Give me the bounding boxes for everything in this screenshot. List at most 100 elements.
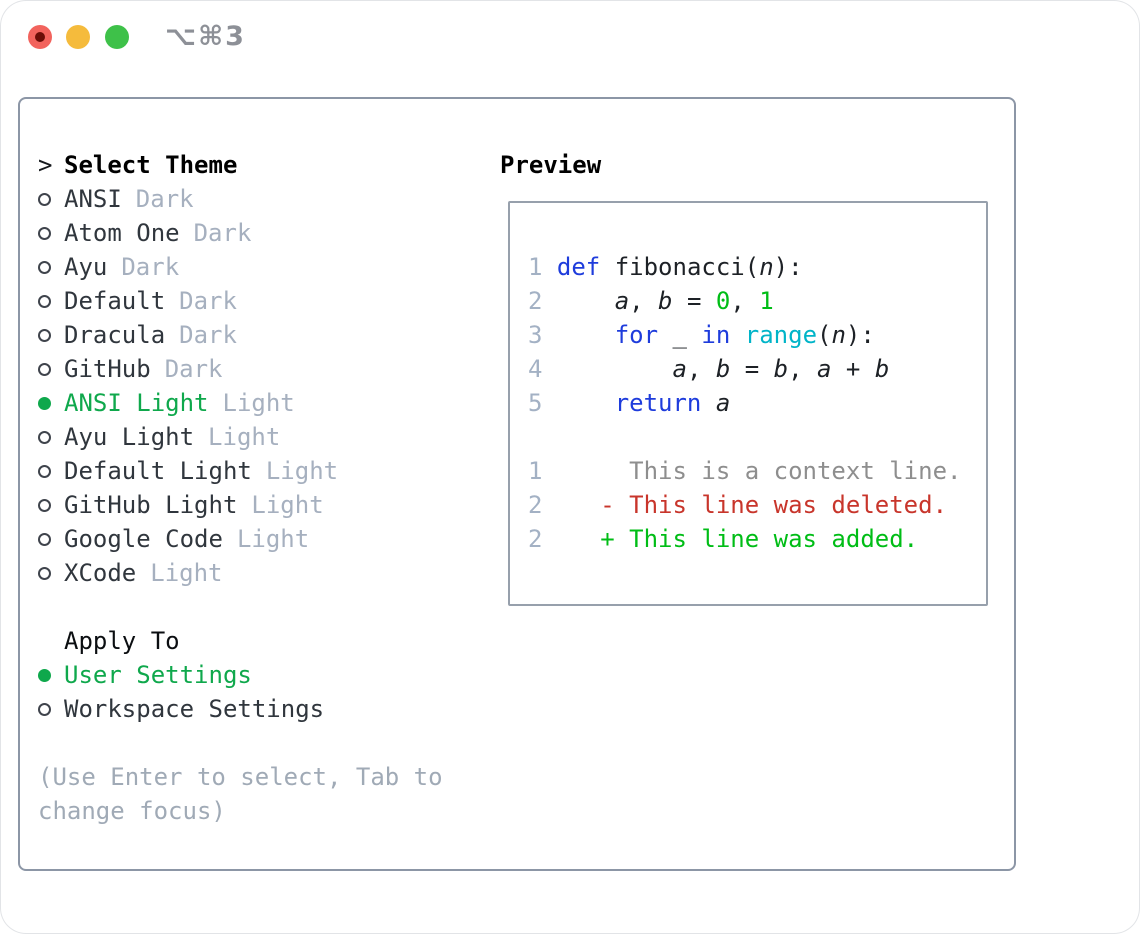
radio-icon (38, 464, 51, 478)
preview-title: Preview (500, 151, 602, 179)
option-marker (38, 396, 64, 410)
option-label: Default (64, 287, 166, 315)
line-number: 2 (528, 491, 543, 519)
option-marker (38, 668, 64, 682)
option-marker (38, 328, 64, 342)
theme-option-xcode[interactable]: XCode Light (38, 556, 498, 590)
radio-icon (38, 260, 51, 274)
radio-icon (38, 362, 51, 376)
option-label: Atom One (64, 219, 180, 247)
select-theme-header: > Select Theme (38, 148, 498, 182)
option-label: Ayu Light (64, 423, 195, 451)
line-number: 2 (528, 525, 543, 553)
radio-icon (38, 430, 51, 444)
apply-option-user-settings[interactable]: User Settings (38, 658, 498, 692)
select-theme-title: Select Theme (64, 151, 238, 179)
option-marker (38, 294, 64, 308)
theme-option-google-code[interactable]: Google Code Light (38, 522, 498, 556)
code-line: 4 a, b = b, a + b (528, 352, 986, 386)
radio-selected-icon (38, 668, 51, 682)
titlebar: ⌥⌘3 (0, 0, 1140, 70)
option-badge: Light (222, 389, 295, 417)
theme-option-ansi[interactable]: ANSI Dark (38, 182, 498, 216)
code-content: - This line was deleted. (556, 491, 948, 519)
radio-icon (38, 192, 51, 206)
line-number: 4 (528, 355, 543, 383)
option-badge: Dark (135, 185, 194, 213)
theme-option-default-light[interactable]: Default Light Light (38, 454, 498, 488)
theme-option-atom-one[interactable]: Atom One Dark (38, 216, 498, 250)
option-label: Dracula (64, 321, 166, 349)
radio-icon (38, 702, 51, 716)
code-content: This is a context line. (556, 457, 962, 485)
option-label: XCode (64, 559, 137, 587)
option-label: Workspace Settings (64, 695, 325, 723)
window-title: ⌥⌘3 (165, 21, 246, 52)
code-content: return a (614, 389, 731, 417)
theme-picker: > Select Theme ANSI Dark Atom One Dark A… (38, 148, 498, 828)
option-badge: Dark (193, 219, 252, 247)
option-badge: Light (236, 525, 310, 553)
code-line: 1 This is a context line. (528, 454, 986, 488)
theme-option-ayu-light[interactable]: Ayu Light Light (38, 420, 498, 454)
radio-icon (38, 498, 51, 512)
code-line: 2 - This line was deleted. (528, 488, 986, 522)
radio-icon (38, 294, 51, 308)
code-content: a, b = b, a + b (672, 355, 890, 383)
code-content: for _ in range(n): (614, 321, 875, 349)
option-badge: Light (150, 559, 223, 587)
close-button[interactable] (28, 25, 52, 49)
minimize-button[interactable] (66, 25, 90, 49)
radio-icon (38, 328, 51, 342)
theme-option-default[interactable]: Default Dark (38, 284, 498, 318)
radio-selected-icon (38, 396, 51, 410)
code-line: 3 for _ in range(n): (528, 318, 986, 352)
spacer (38, 590, 498, 624)
line-number: 1 (528, 253, 543, 281)
option-marker (38, 702, 64, 716)
close-dot-icon (35, 32, 45, 42)
option-marker (38, 464, 64, 478)
diff-block: 1 This is a context line.2 - This line w… (528, 454, 986, 556)
option-badge: Dark (179, 321, 237, 349)
option-label: User Settings (64, 661, 252, 689)
option-marker (38, 362, 64, 376)
option-label: GitHub Light (64, 491, 238, 519)
option-label: Ayu (64, 253, 108, 281)
theme-option-ansi-light[interactable]: ANSI Light Light (38, 386, 498, 420)
prompt-marker: > (38, 148, 64, 182)
apply-to-title: Apply To (64, 627, 180, 655)
option-badge: Light (251, 491, 324, 519)
code-line: 2 a, b = 0, 1 (528, 284, 986, 318)
apply-option-workspace-settings[interactable]: Workspace Settings (38, 692, 498, 726)
option-marker (38, 532, 64, 546)
option-marker (38, 192, 64, 206)
line-number: 2 (528, 287, 543, 315)
option-label: GitHub (64, 355, 151, 383)
code-content: def fibonacci(n): (556, 253, 803, 281)
theme-option-github-light[interactable]: GitHub Light Light (38, 488, 498, 522)
option-label: ANSI (64, 185, 122, 213)
radio-icon (38, 566, 51, 580)
option-marker (38, 566, 64, 580)
theme-list: ANSI Dark Atom One Dark Ayu Dark Default… (38, 182, 498, 590)
apply-to-list: User Settings Workspace Settings (38, 658, 498, 726)
line-number: 3 (528, 321, 543, 349)
theme-option-dracula[interactable]: Dracula Dark (38, 318, 498, 352)
code-line: 1 def fibonacci(n): (528, 250, 986, 284)
option-label: ANSI Light (64, 389, 209, 417)
option-badge: Light (265, 457, 339, 485)
option-badge: Dark (179, 287, 237, 315)
prompt-icon: > (38, 151, 53, 179)
theme-option-github[interactable]: GitHub Dark (38, 352, 498, 386)
option-badge: Dark (121, 253, 180, 281)
help-text-line-2: change focus) (38, 797, 226, 825)
radio-icon (38, 532, 51, 546)
option-label: Google Code (64, 525, 223, 553)
zoom-button[interactable] (105, 25, 129, 49)
code-content: a, b = 0, 1 (614, 287, 774, 315)
theme-option-ayu[interactable]: Ayu Dark (38, 250, 498, 284)
